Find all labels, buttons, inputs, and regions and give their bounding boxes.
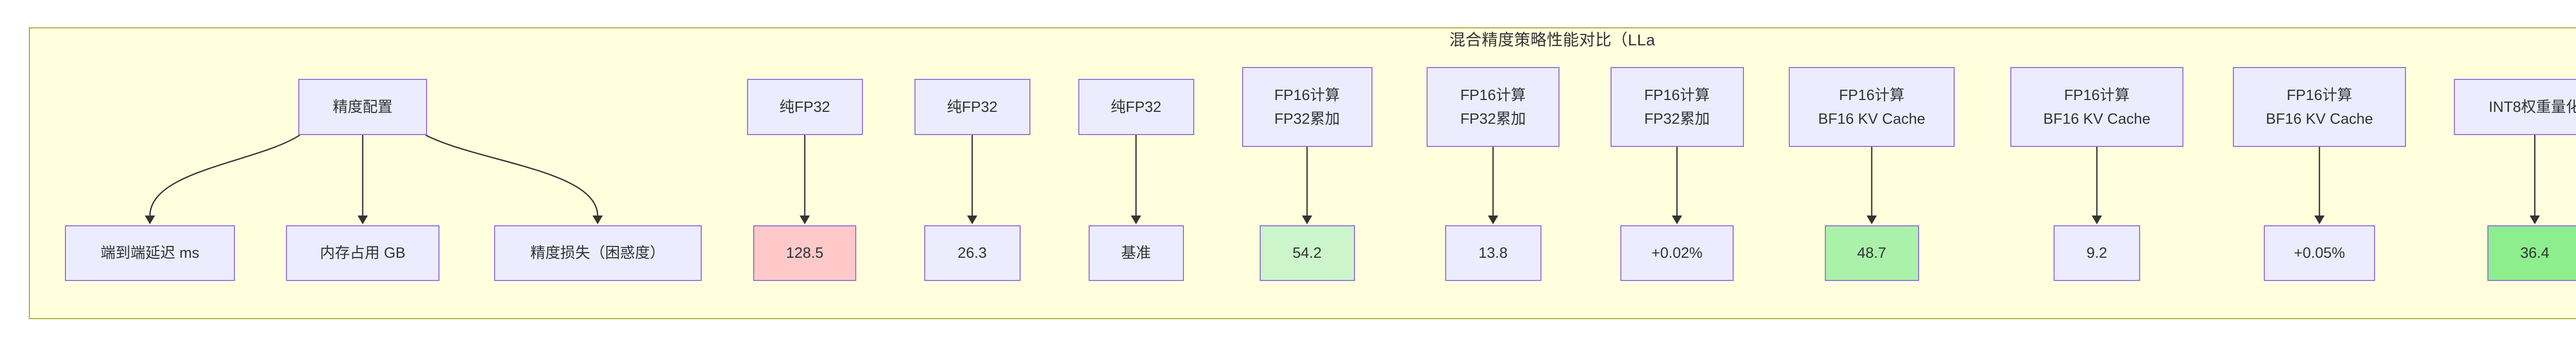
- metric-node: 内存占用 GB: [286, 225, 439, 281]
- value-node: 36.4: [2487, 225, 2576, 281]
- strategy-node-line: FP16计算: [2064, 87, 2130, 104]
- strategy-node-line: FP16计算: [1274, 87, 1340, 104]
- strategy-node: 纯FP32: [747, 79, 863, 135]
- strategy-node: FP16计算 BF16 KV Cache: [1789, 67, 1955, 147]
- strategy-node: FP16计算 FP32累加: [1242, 67, 1372, 147]
- value-node: +0.05%: [2264, 225, 2375, 281]
- strategy-node-line: FP16计算: [1839, 87, 1905, 104]
- arrowhead: [800, 216, 810, 224]
- value-node: 54.2: [1259, 225, 1355, 281]
- metric-node-label: 精度损失（困惑度）: [530, 245, 665, 261]
- strategy-node-line: 纯FP32: [1110, 98, 1162, 115]
- metric-node: 端到端延迟 ms: [65, 225, 235, 281]
- metric-node-label: 内存占用 GB: [320, 245, 405, 261]
- arrowhead: [2530, 216, 2540, 224]
- strategy-node: 纯FP32: [914, 79, 1030, 135]
- value-node: 13.8: [1445, 225, 1541, 281]
- value-node-label: 基准: [1121, 245, 1151, 261]
- strategy-node-line: FP32累加: [1460, 110, 1526, 127]
- strategy-node-line: FP16计算: [1460, 87, 1526, 104]
- strategy-node-line: BF16 KV Cache: [2043, 110, 2150, 127]
- root-node: 精度配置: [298, 79, 427, 135]
- strategy-node-line: FP16计算: [2286, 87, 2352, 104]
- strategy-node: INT8权重量化: [2453, 79, 2576, 135]
- value-node-label: +0.02%: [1651, 245, 1703, 261]
- arrowhead: [1302, 216, 1312, 224]
- metric-node: 精度损失（困惑度）: [494, 225, 702, 281]
- strategy-node-line: FP32累加: [1644, 110, 1710, 127]
- arrowhead: [1131, 216, 1141, 224]
- value-node: 基准: [1088, 225, 1184, 281]
- value-node: 9.2: [2054, 225, 2140, 281]
- strategy-node: 纯FP32: [1078, 79, 1194, 135]
- strategy-node-line: BF16 KV Cache: [1818, 110, 1925, 127]
- strategy-node: FP16计算 FP32累加: [1427, 67, 1560, 147]
- edge-curve: [149, 134, 300, 217]
- value-node: 128.5: [753, 225, 856, 281]
- strategy-node-line: FP32累加: [1274, 110, 1340, 127]
- value-node: +0.02%: [1620, 225, 1734, 281]
- edge-curve: [425, 134, 599, 217]
- value-node-label: 9.2: [2086, 245, 2108, 261]
- value-node-label: 48.7: [1857, 245, 1887, 261]
- value-node: 48.7: [1824, 225, 1919, 281]
- arrowhead: [1672, 216, 1682, 224]
- strategy-node-line: BF16 KV Cache: [2266, 110, 2373, 127]
- arrowhead: [1488, 216, 1498, 224]
- value-node-label: 26.3: [957, 245, 987, 261]
- arrowhead: [145, 216, 155, 224]
- metric-node-label: 端到端延迟 ms: [100, 245, 199, 261]
- value-node-label: +0.05%: [2294, 245, 2345, 261]
- arrowhead: [592, 216, 603, 224]
- arrowhead: [2314, 216, 2325, 224]
- strategy-node-line: 纯FP32: [946, 98, 998, 115]
- arrowhead: [1867, 216, 1877, 224]
- chart-title: 混合精度策略性能对比（LLa: [1449, 31, 1655, 49]
- strategy-node-line: INT8权重量化: [2488, 98, 2576, 115]
- arrowhead: [967, 216, 977, 224]
- arrowhead: [2092, 216, 2102, 224]
- value-node-label: 36.4: [2520, 245, 2550, 261]
- strategy-node: FP16计算 BF16 KV Cache: [2010, 67, 2183, 147]
- strategy-node-line: FP16计算: [1644, 87, 1710, 104]
- value-node-label: 13.8: [1478, 245, 1508, 261]
- value-node-label: 128.5: [786, 245, 824, 261]
- value-node-label: 54.2: [1292, 245, 1322, 261]
- root-node-label: 精度配置: [332, 98, 393, 115]
- arrowhead: [358, 216, 368, 224]
- value-node: 26.3: [924, 225, 1021, 281]
- strategy-node: FP16计算 FP32累加: [1610, 67, 1744, 147]
- strategy-node-line: 纯FP32: [779, 98, 831, 115]
- strategy-node: FP16计算 BF16 KV Cache: [2233, 67, 2406, 147]
